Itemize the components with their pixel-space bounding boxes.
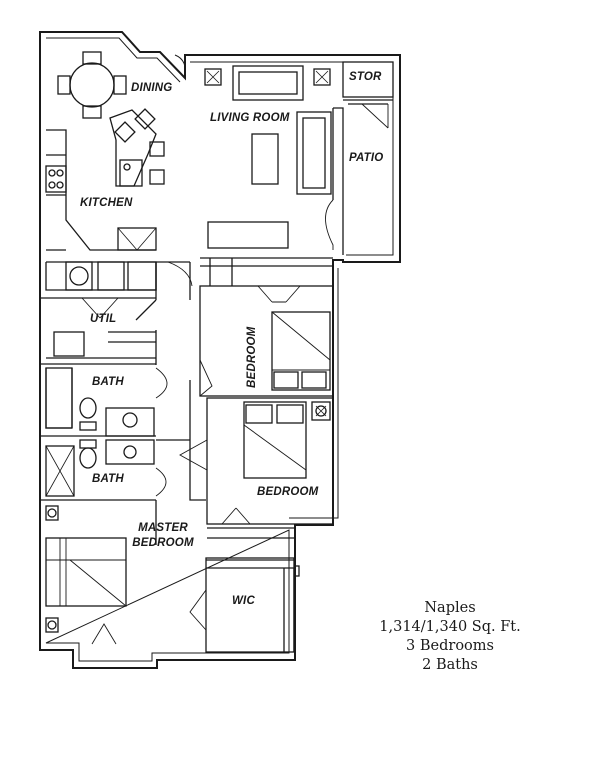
bedroom-middle xyxy=(206,397,334,525)
kitchen-sink xyxy=(119,159,143,187)
room-label-master-bedroom: MASTER BEDROOM xyxy=(130,521,196,551)
plan-area: 1,314/1,340 Sq. Ft. xyxy=(379,619,521,635)
master-line-2: BEDROOM xyxy=(132,537,194,549)
room-label-kitchen: KITCHEN xyxy=(80,197,133,209)
dryer xyxy=(97,261,125,291)
outer-wall xyxy=(39,31,401,669)
utility-sink xyxy=(53,331,85,357)
room-label-stor: STOR xyxy=(349,71,382,83)
room-label-dining: DINING xyxy=(131,82,173,94)
bathtub xyxy=(45,367,73,429)
bedroom-upper-door xyxy=(199,359,213,397)
sofa xyxy=(232,65,304,101)
room-label-patio: PATIO xyxy=(349,152,384,164)
end-table-right xyxy=(313,68,331,86)
closet-doors-upper xyxy=(257,285,301,303)
master-bed xyxy=(45,537,127,607)
room-label-util: UTIL xyxy=(90,313,117,325)
plan-info: Naples 1,314/1,340 Sq. Ft. 3 Bedrooms 2 … xyxy=(360,599,540,675)
pantry xyxy=(117,227,157,251)
dining-table xyxy=(69,62,115,108)
tv-console xyxy=(207,221,289,249)
kitchen-counter xyxy=(46,129,156,251)
stove xyxy=(45,165,67,193)
hall-door xyxy=(167,261,193,287)
wic-door xyxy=(189,589,207,631)
end-table-left xyxy=(204,68,222,86)
plan-baths: 2 Baths xyxy=(422,657,478,673)
vanity-upper xyxy=(105,407,155,437)
room-label-living-room: LIVING ROOM xyxy=(210,112,290,124)
plan-bedrooms: 3 Bedrooms xyxy=(406,638,494,654)
room-label-bedroom-upper: BEDROOM xyxy=(246,326,258,388)
plan-name: Naples xyxy=(424,600,476,616)
bedroom-middle-door xyxy=(179,439,208,471)
room-label-wic: WIC xyxy=(232,595,255,607)
stor-door xyxy=(361,103,389,129)
outer-wall-inner xyxy=(45,37,394,662)
coffee-table xyxy=(251,133,279,185)
bed-upper xyxy=(271,311,331,391)
bed-middle xyxy=(243,401,307,479)
bedroom-upper xyxy=(199,285,334,397)
loveseat xyxy=(296,111,332,195)
bath-upper-door xyxy=(155,367,168,399)
toilet-lower xyxy=(79,447,97,469)
kitchen-island xyxy=(109,109,157,187)
master-entry-door xyxy=(91,623,117,645)
entry-door xyxy=(159,51,186,79)
patio-door xyxy=(325,199,334,250)
util-door xyxy=(81,297,119,319)
vanity-lower xyxy=(105,439,155,465)
master-line-1: MASTER xyxy=(138,522,188,534)
room-label-bedroom-middle: BEDROOM xyxy=(257,486,319,498)
closet-doors-middle xyxy=(221,507,251,525)
toilet-upper xyxy=(79,397,97,419)
room-label-bath-lower: BATH xyxy=(92,473,124,485)
shower xyxy=(45,445,75,497)
nightstand xyxy=(311,401,331,421)
bath-lower-door xyxy=(155,467,167,497)
room-label-bath-upper: BATH xyxy=(92,376,124,388)
stor-closet xyxy=(342,61,394,98)
